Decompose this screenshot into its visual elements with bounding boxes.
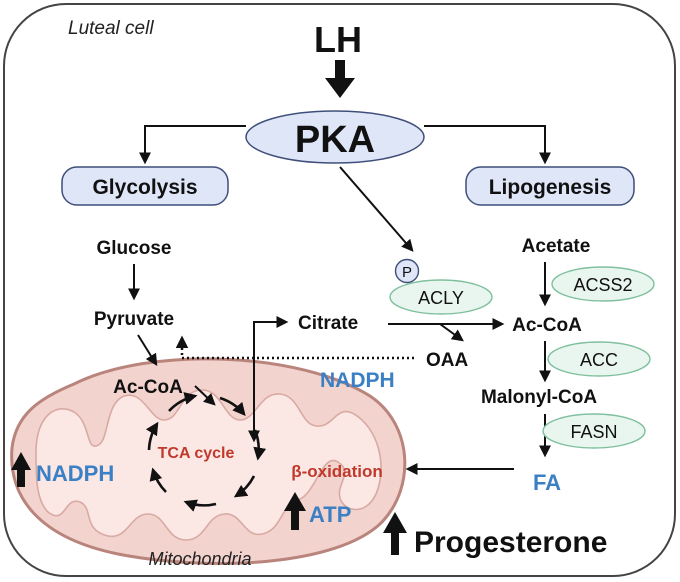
lh-label: LH (314, 19, 362, 60)
lipogenesis-label: Lipogenesis (489, 176, 612, 199)
lipogenesis-pill (465, 166, 635, 206)
accoa-to-tca-arrow (194, 385, 216, 406)
tca-cycle-label: TCA cycle (158, 445, 235, 462)
pka-oval (245, 110, 425, 164)
mitochondrial-cristae (35, 389, 382, 541)
acly-label: ACLY (418, 288, 464, 308)
tca-cycle-arrows (145, 392, 267, 512)
lipo-accoa-label: Ac-CoA (512, 315, 582, 336)
acc-enzyme (547, 341, 651, 377)
phospho-circle (394, 258, 420, 284)
fasn-label: FASN (570, 422, 617, 442)
pyruvate-to-accoa-arrow (137, 334, 158, 367)
malonyl-coa-label: Malonyl-CoA (481, 387, 597, 408)
lh-arrow (325, 60, 355, 98)
acly-enzyme (389, 279, 493, 315)
fasn-enzyme (542, 413, 646, 449)
progesterone-label: Progesterone (414, 526, 607, 559)
acetate-label: Acetate (522, 236, 591, 257)
beta-oxidation-label: β-oxidation (291, 462, 383, 481)
acss2-enzyme (551, 266, 655, 302)
glycolysis-label: Glycolysis (92, 176, 197, 199)
pka-to-glycolysis-arrow (139, 125, 246, 165)
progesterone-up-arrow (383, 512, 407, 555)
atp-up-arrow (284, 492, 306, 530)
pyruvate-label: Pyruvate (94, 309, 174, 330)
nadph-cytosol-label: NADPH (320, 369, 395, 392)
nadph-up-arrow (11, 452, 31, 487)
phospho-label: P (402, 264, 412, 281)
oaa-to-pyruvate-dotted-arrow (175, 335, 414, 360)
mito-nadph-label: NADPH (36, 461, 114, 486)
glucose-label: Glucose (97, 238, 172, 259)
pka-to-acly-arrow (339, 166, 414, 252)
citrate-shuttle-arrow (248, 316, 289, 443)
citrate-label: Citrate (298, 313, 358, 334)
pka-label: PKA (295, 119, 375, 161)
cell-label: Luteal cell (68, 18, 154, 39)
pka-to-lipogenesis-arrow (424, 125, 551, 165)
acss2-label: ACSS2 (573, 275, 632, 295)
mito-accoa-label: Ac-CoA (113, 377, 183, 398)
acc-label: ACC (580, 350, 618, 370)
citrate-to-oaa-arrow (439, 323, 464, 342)
mitochondria-label: Mitochondria (148, 549, 251, 569)
atp-label: ATP (309, 502, 351, 527)
oaa-label: OAA (426, 350, 469, 371)
fa-label: FA (533, 470, 561, 495)
glycolysis-pill (61, 166, 229, 206)
